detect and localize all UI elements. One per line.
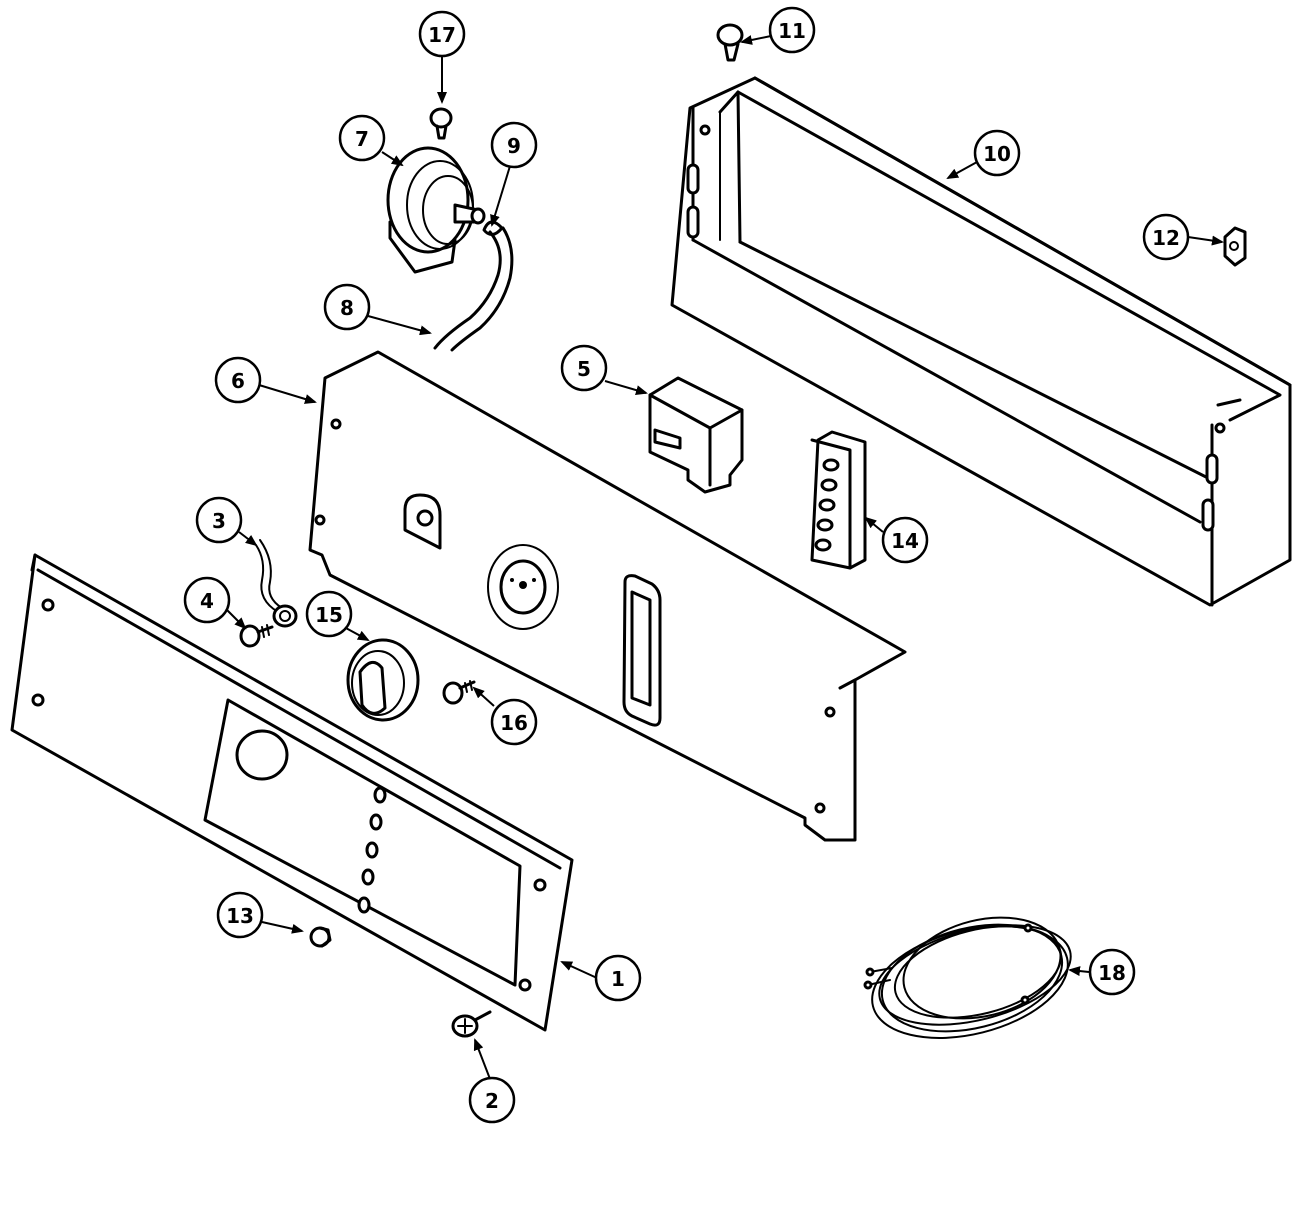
front-panel — [10, 553, 574, 1032]
screw-4 — [239, 624, 274, 648]
callout-17: 17 — [418, 10, 466, 58]
callout-2: 2 — [468, 1076, 516, 1124]
callout-label-2: 2 — [485, 1089, 499, 1113]
callout-label-1: 1 — [611, 967, 625, 991]
callout-5: 5 — [560, 344, 608, 392]
indicator-lamp — [255, 539, 298, 628]
callout-1: 1 — [594, 954, 642, 1002]
callout-11: 11 — [768, 6, 816, 54]
wire-harness — [863, 916, 1072, 1039]
timer-motor — [386, 146, 486, 274]
callout-15: 15 — [305, 590, 353, 638]
plug-13 — [309, 926, 332, 948]
callout-13: 13 — [216, 891, 264, 939]
callout-label-10: 10 — [983, 142, 1011, 166]
callout-7: 7 — [338, 114, 386, 162]
callout-label-3: 3 — [212, 509, 226, 533]
push-pin-11 — [716, 23, 744, 62]
control-panel — [308, 350, 907, 842]
push-pin-17 — [429, 107, 453, 140]
callout-label-17: 17 — [428, 23, 456, 47]
callout-label-12: 12 — [1152, 226, 1180, 250]
callout-label-6: 6 — [231, 369, 245, 393]
callout-16: 16 — [490, 698, 538, 746]
callout-12: 12 — [1142, 213, 1190, 261]
callout-label-4: 4 — [200, 589, 214, 613]
callout-label-14: 14 — [891, 529, 919, 553]
control-knob — [346, 638, 420, 722]
callout-label-7: 7 — [355, 127, 369, 151]
callout-label-13: 13 — [226, 904, 254, 928]
callout-10: 10 — [973, 129, 1021, 177]
callout-label-9: 9 — [507, 134, 521, 158]
callout-9: 9 — [490, 121, 538, 169]
callout-14: 14 — [881, 516, 929, 564]
callout-18: 18 — [1088, 948, 1136, 996]
callout-label-8: 8 — [340, 296, 354, 320]
callout-label-5: 5 — [577, 357, 591, 381]
callout-label-15: 15 — [315, 603, 343, 627]
callout-label-16: 16 — [500, 711, 528, 735]
callout-3: 3 — [195, 496, 243, 544]
console-back-housing — [670, 76, 1292, 607]
indicator-light-bar — [810, 430, 867, 570]
pressure-hose — [433, 226, 514, 352]
callout-8: 8 — [323, 283, 371, 331]
push-pin-16 — [442, 680, 476, 705]
callout-label-18: 18 — [1098, 961, 1126, 985]
callout-4: 4 — [183, 576, 231, 624]
screw-2 — [451, 1010, 492, 1038]
selector-switch — [648, 376, 744, 494]
clip-12 — [1223, 226, 1247, 267]
callout-label-11: 11 — [778, 19, 806, 43]
callout-6: 6 — [214, 356, 262, 404]
leader-lines — [226, 35, 1224, 1080]
